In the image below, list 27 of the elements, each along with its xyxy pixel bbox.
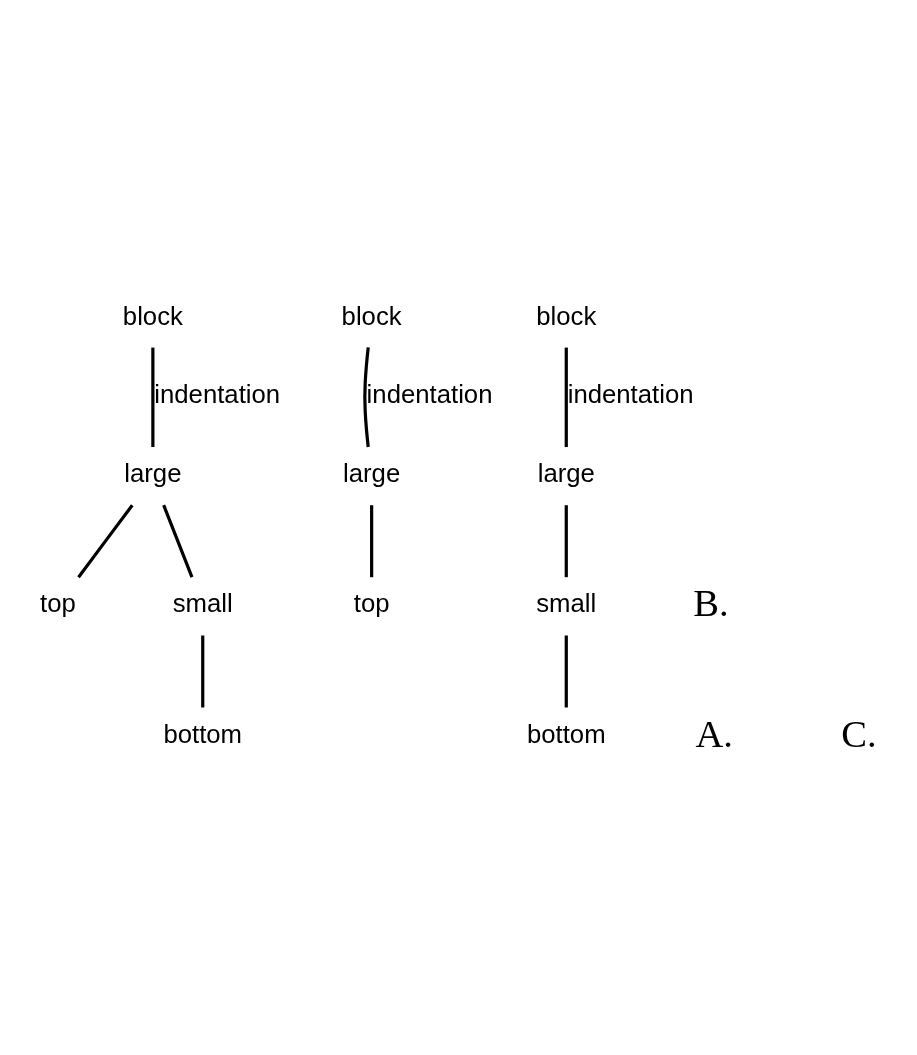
connector: [201, 635, 205, 708]
node-text: small: [172, 589, 233, 618]
node-text: bottom: [163, 719, 243, 748]
node-text: block: [341, 301, 402, 330]
node-text: large: [124, 459, 182, 488]
label: B.: [693, 582, 729, 625]
edge-label: indentation: [366, 380, 493, 409]
edge-label: indentation: [154, 380, 281, 409]
node-text: block: [122, 301, 183, 330]
node-text: large: [537, 459, 595, 488]
node-text: large: [343, 459, 401, 488]
node-text: small: [536, 589, 597, 618]
connector: [564, 347, 568, 448]
node-text: top: [40, 589, 76, 618]
connector: [151, 347, 155, 448]
connector: [77, 504, 134, 579]
node-text: bottom: [526, 719, 606, 748]
label: A.: [695, 712, 734, 755]
connector: [370, 505, 374, 578]
connector: [363, 347, 370, 448]
connector: [162, 504, 194, 578]
node-text: block: [536, 301, 597, 330]
label: C.: [841, 712, 877, 755]
connector: [564, 635, 568, 708]
connector: [564, 505, 568, 578]
node-text: top: [353, 589, 390, 618]
edge-label: indentation: [567, 380, 694, 409]
